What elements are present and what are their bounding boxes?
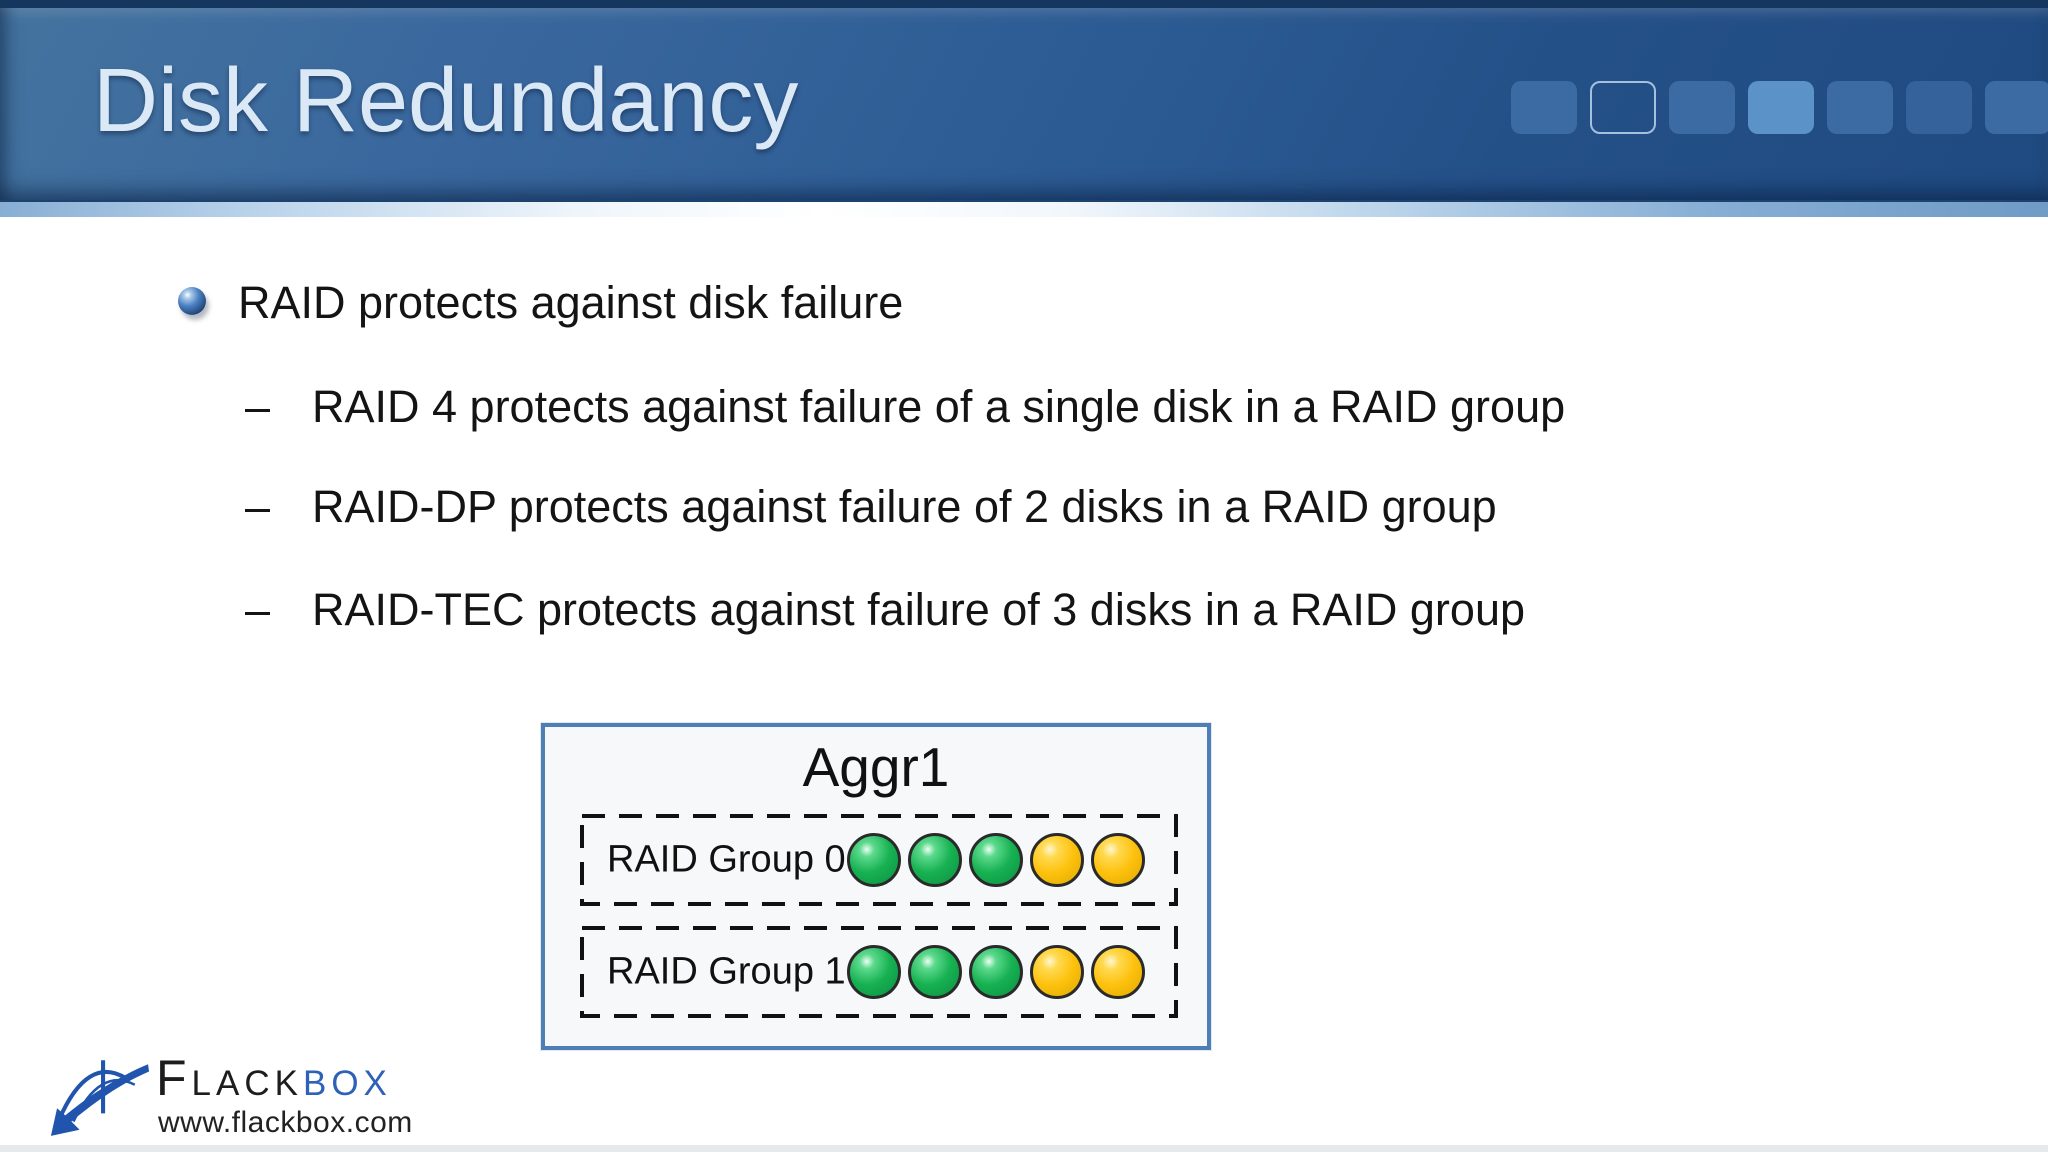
- raid-group-label: RAID Group 0: [607, 838, 846, 881]
- decor-square-icon: [1906, 81, 1972, 134]
- disk-icon-green: [969, 833, 1023, 887]
- aggregate-diagram: Aggr1 RAID Group 0 RAID Group 1: [541, 723, 1211, 1050]
- disk-icon-green: [908, 945, 962, 999]
- decor-square-icon: [1669, 81, 1735, 134]
- disk-icon-amber: [1030, 833, 1084, 887]
- header-gradient-strip: [0, 200, 2048, 217]
- bullet-item-sub: – RAID-DP protects against failure of 2 …: [245, 481, 1497, 533]
- bullet-item-sub: – RAID 4 protects against failure of a s…: [245, 381, 1565, 433]
- raid-group-row: RAID Group 0: [580, 814, 1178, 906]
- dashed-border: [580, 814, 1178, 906]
- disk-icon-green: [908, 833, 962, 887]
- bullet-sub-text: RAID-DP protects against failure of 2 di…: [312, 481, 1497, 532]
- decor-square-icon: [1827, 81, 1893, 134]
- decor-square-icon: [1590, 81, 1656, 134]
- flackbox-logo: Flackbox www.flackbox.com: [44, 1048, 444, 1144]
- disk-icon-amber: [1091, 833, 1145, 887]
- bullet-sub-text: RAID 4 protects against failure of a sin…: [312, 381, 1566, 432]
- bullet-item-main: RAID protects against disk failure: [178, 277, 904, 328]
- disk-icon-green: [969, 945, 1023, 999]
- brand-url: www.flackbox.com: [158, 1106, 413, 1139]
- dash-bullet-icon: –: [245, 481, 271, 532]
- page-title: Disk Redundancy: [93, 51, 799, 151]
- bottom-strip: [0, 1145, 2048, 1152]
- decor-square-icon: [1985, 81, 2048, 134]
- bullet-main-text: RAID protects against disk failure: [238, 277, 904, 328]
- bullet-item-sub: – RAID-TEC protects against failure of 3…: [245, 584, 1525, 636]
- disk-row: [847, 833, 1145, 887]
- disk-icon-green: [847, 945, 901, 999]
- disk-icon-amber: [1091, 945, 1145, 999]
- dash-bullet-icon: –: [245, 584, 271, 635]
- disk-icon-amber: [1030, 945, 1084, 999]
- disk-icon-green: [847, 833, 901, 887]
- bullet-sphere-icon: [178, 287, 206, 315]
- raid-group-label: RAID Group 1: [607, 950, 846, 993]
- dashed-border: [580, 926, 1178, 1018]
- decor-square-icon: [1748, 81, 1814, 134]
- dash-bullet-icon: –: [245, 381, 271, 432]
- raid-group-row: RAID Group 1: [580, 926, 1178, 1018]
- decor-square-icon: [1511, 81, 1577, 134]
- disk-row: [847, 945, 1145, 999]
- header-decor-squares: [1511, 81, 2048, 134]
- brand-name-flack: Flack: [156, 1050, 303, 1106]
- bridge-icon: [50, 1060, 150, 1136]
- aggregate-title: Aggr1: [802, 736, 950, 798]
- bullet-sub-text: RAID-TEC protects against failure of 3 d…: [312, 584, 1526, 635]
- slide-header: Disk Redundancy: [0, 0, 2048, 200]
- brand-name-box: box: [302, 1050, 392, 1106]
- brand-name: Flackbox: [156, 1050, 392, 1106]
